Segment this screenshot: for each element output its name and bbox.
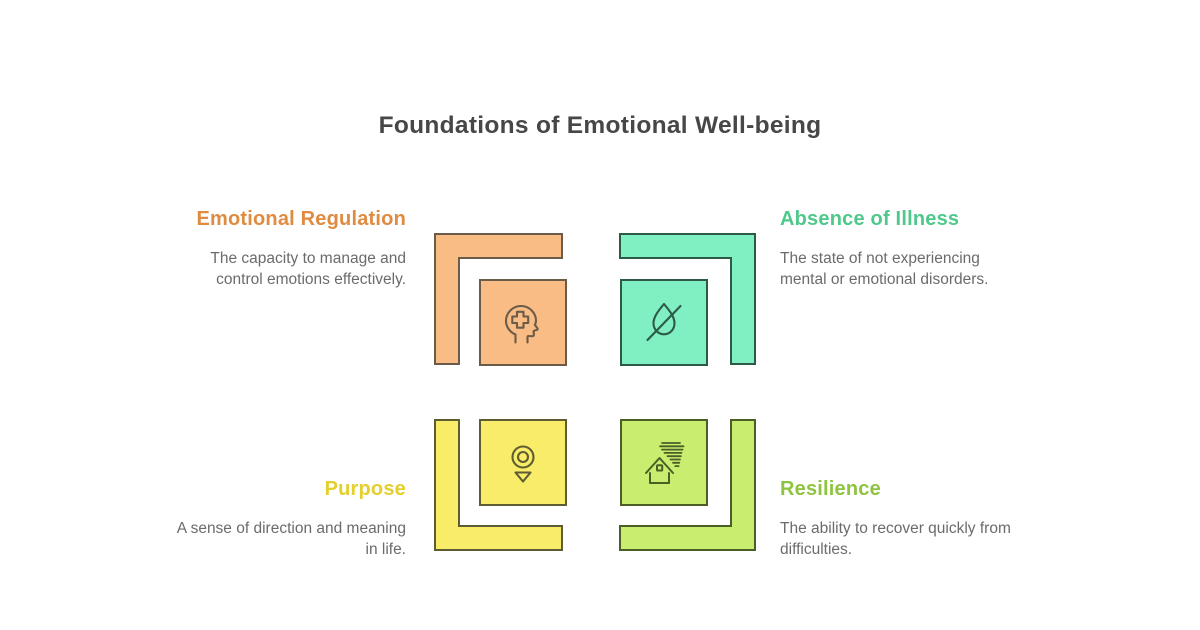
droplet-slash-icon <box>646 302 682 342</box>
quadrant-description-purpose: A sense of direction and meaning in life… <box>176 520 406 558</box>
quadrant-description-emotional-regulation: The capacity to manage and control emoti… <box>210 250 406 288</box>
quadrant-text-resilience: Resilience The ability to recover quickl… <box>780 478 1020 560</box>
page-title: Foundations of Emotional Well-being <box>378 112 822 139</box>
graphic-emotional-regulation <box>434 233 567 366</box>
quadrant-text-emotional-regulation: Emotional Regulation The capacity to man… <box>166 208 406 290</box>
l-bracket-top-right <box>619 233 756 365</box>
graphic-resilience <box>619 419 756 551</box>
l-bracket-top-left <box>434 233 563 365</box>
quadrant-text-purpose: Purpose A sense of direction and meaning… <box>166 478 406 560</box>
graphic-purpose <box>434 419 567 551</box>
quadrant-heading-purpose: Purpose <box>324 478 406 500</box>
house-wind-icon <box>645 442 685 484</box>
quadrant-heading-resilience: Resilience <box>780 478 881 500</box>
head-with-cross-icon <box>504 304 539 344</box>
location-pin-icon <box>511 445 535 483</box>
l-bracket-bottom-left <box>434 419 563 551</box>
quadrant-description-resilience: The ability to recover quickly from diff… <box>780 520 1011 558</box>
quadrant-description-absence-of-illness: The state of not experiencing mental or … <box>780 250 989 288</box>
quadrant-text-absence-of-illness: Absence of Illness The state of not expe… <box>780 208 1020 290</box>
l-bracket-bottom-right <box>619 419 756 551</box>
graphic-absence-of-illness <box>619 233 756 366</box>
quadrant-heading-emotional-regulation: Emotional Regulation <box>196 208 406 230</box>
quadrant-heading-absence-of-illness: Absence of Illness <box>780 208 960 230</box>
